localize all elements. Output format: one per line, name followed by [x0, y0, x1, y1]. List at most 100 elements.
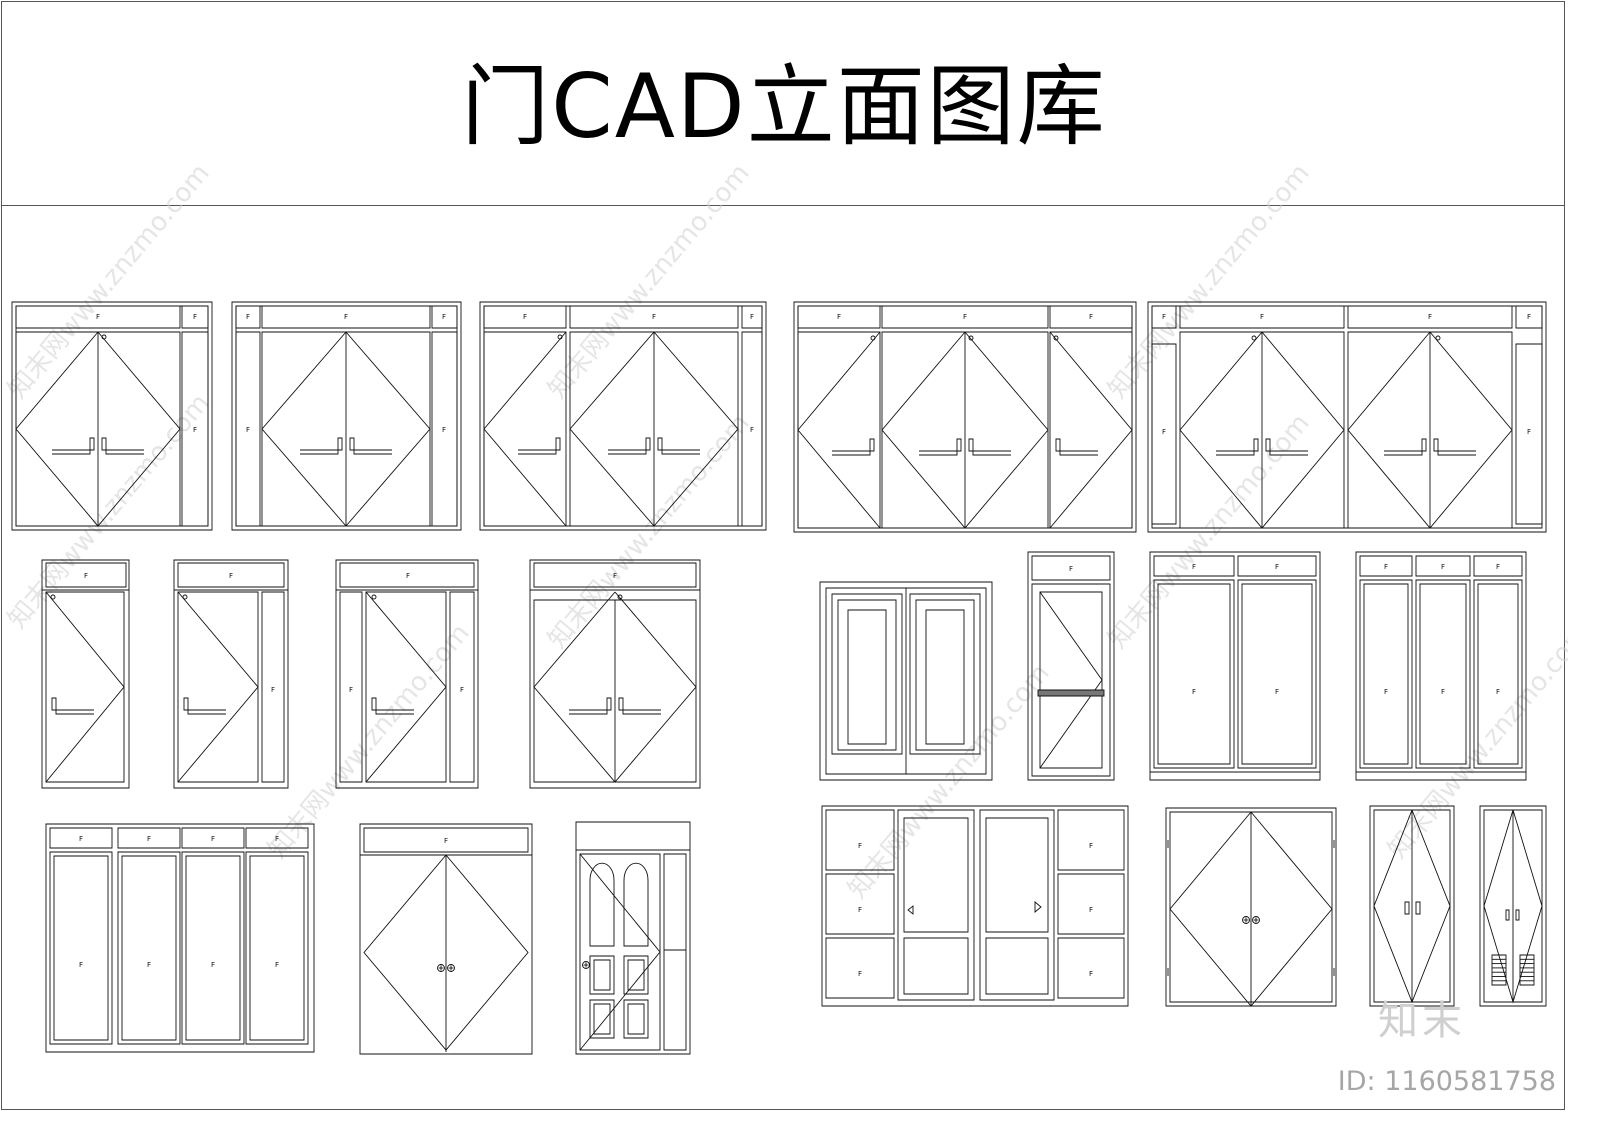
raised-panel	[590, 956, 614, 994]
arched-panel	[590, 863, 614, 946]
outer-frame-inner	[1152, 306, 1542, 528]
fixed-panel-mark: F	[858, 842, 862, 850]
pull-handle-icon	[1434, 439, 1476, 455]
glass-panel	[926, 610, 964, 744]
transom-panel	[1474, 556, 1522, 576]
outer-frame	[530, 560, 700, 788]
fixed-panel-mark: F	[1089, 970, 1093, 978]
outer-frame	[12, 302, 212, 530]
fixed-panel-mark: F	[442, 313, 446, 321]
fixed-panel-mark: F	[147, 835, 151, 843]
fixed-panel-inner	[1420, 584, 1466, 764]
sidelite-panel	[432, 332, 457, 526]
transom-panel	[50, 828, 112, 848]
pull-handle-icon	[1384, 439, 1426, 455]
transom-panel	[484, 306, 566, 328]
transom-panel	[178, 563, 284, 587]
sidelite-panel	[1152, 344, 1176, 524]
pull-handle-icon	[832, 439, 874, 455]
door-elevation-16	[576, 822, 690, 1054]
watermark-text: 知末网www.znzmo.com	[2, 158, 215, 404]
door-leaf	[910, 594, 980, 754]
fixed-panel-mark: F	[460, 686, 464, 694]
fixed-panel-mark: F	[1260, 313, 1264, 321]
outer-frame	[360, 824, 532, 1054]
fixed-panel-mark: F	[1162, 313, 1166, 321]
pull-handle-icon	[619, 698, 661, 714]
title-divider	[1, 205, 1565, 206]
fixed-panel	[118, 852, 180, 1044]
opening-diamond	[534, 592, 696, 782]
fixed-panel-mark: F	[1527, 313, 1531, 321]
fixed-panel-inner	[54, 856, 108, 1040]
transom-panel	[182, 828, 244, 848]
door-elevation-20	[1480, 806, 1546, 1006]
raised-panel-inner	[594, 1004, 610, 1034]
fixed-panel-mark: F	[79, 835, 83, 843]
sidelite-panel	[340, 592, 362, 782]
door-leaf	[798, 332, 880, 528]
pivot-point	[558, 335, 562, 339]
fixed-panel	[1058, 938, 1124, 998]
pivot-point	[618, 595, 622, 599]
fixed-panel-mark: F	[1162, 428, 1166, 436]
pull-handle-icon	[658, 438, 700, 454]
outer-frame-inner	[236, 306, 457, 526]
fixed-panel-inner	[186, 856, 240, 1040]
pull-handle-icon	[184, 698, 226, 714]
transom-panel	[1152, 306, 1176, 328]
transom-panel	[534, 563, 696, 587]
arrow-left-icon	[908, 906, 913, 914]
fixed-panel-inner	[250, 856, 304, 1040]
fixed-panel-mark: F	[613, 572, 617, 580]
sheet-frame	[1, 1, 1565, 1110]
raised-panel-inner	[628, 960, 644, 990]
fixed-panel-mark: F	[147, 961, 151, 969]
fixed-panel-mark: F	[1069, 565, 1073, 573]
pull-handle-icon	[1506, 910, 1509, 920]
fixed-panel-mark: F	[1441, 563, 1445, 571]
door-leaf	[1050, 332, 1132, 528]
fixed-panel-mark: F	[858, 970, 862, 978]
fixed-panel-mark: F	[1384, 688, 1388, 696]
watermark-text: 知末网www.znzmo.com	[1102, 408, 1315, 654]
fixed-panel-mark: F	[271, 686, 275, 694]
outer-frame	[1150, 552, 1320, 780]
fixed-panel-mark: F	[246, 313, 250, 321]
transom-panel	[1516, 306, 1542, 328]
opening-diamond	[262, 332, 430, 526]
fixed-panel-mark: F	[1275, 688, 1279, 696]
outer-frame-inner	[484, 306, 762, 526]
panel-molding	[838, 600, 896, 750]
door-elevation-11: F	[1028, 552, 1114, 780]
fixed-panel-mark: F	[652, 313, 656, 321]
raised-panel	[624, 1000, 648, 1038]
page-title: 门CAD立面图库	[461, 55, 1107, 158]
transom-panel	[364, 828, 528, 852]
glass-panel	[904, 818, 968, 932]
pivot-point	[871, 336, 875, 340]
sidelite-panel	[182, 332, 208, 526]
fixed-panel	[1058, 810, 1124, 870]
transom-panel	[1154, 556, 1234, 576]
transom-panel	[236, 306, 260, 328]
door-elevation-15: F	[360, 824, 532, 1054]
swing-chevron	[46, 592, 124, 782]
push-bar-icon	[1038, 690, 1104, 696]
outer-frame	[232, 302, 461, 530]
door-elevation-6: F	[42, 560, 129, 788]
fixed-panel-mark: F	[858, 906, 862, 914]
pull-handle-icon	[1516, 910, 1519, 920]
pull-handle-icon	[919, 439, 961, 455]
fixed-panel	[1474, 580, 1522, 768]
transom-panel	[1180, 306, 1344, 328]
fixed-panel-mark: F	[1384, 563, 1388, 571]
glass-panel	[848, 610, 886, 744]
transom-panel	[340, 563, 474, 587]
swing-chevron	[580, 854, 660, 1050]
door-knob-icon	[448, 965, 455, 972]
pull-handle-icon	[518, 438, 560, 454]
sidelite-panel	[236, 332, 260, 526]
